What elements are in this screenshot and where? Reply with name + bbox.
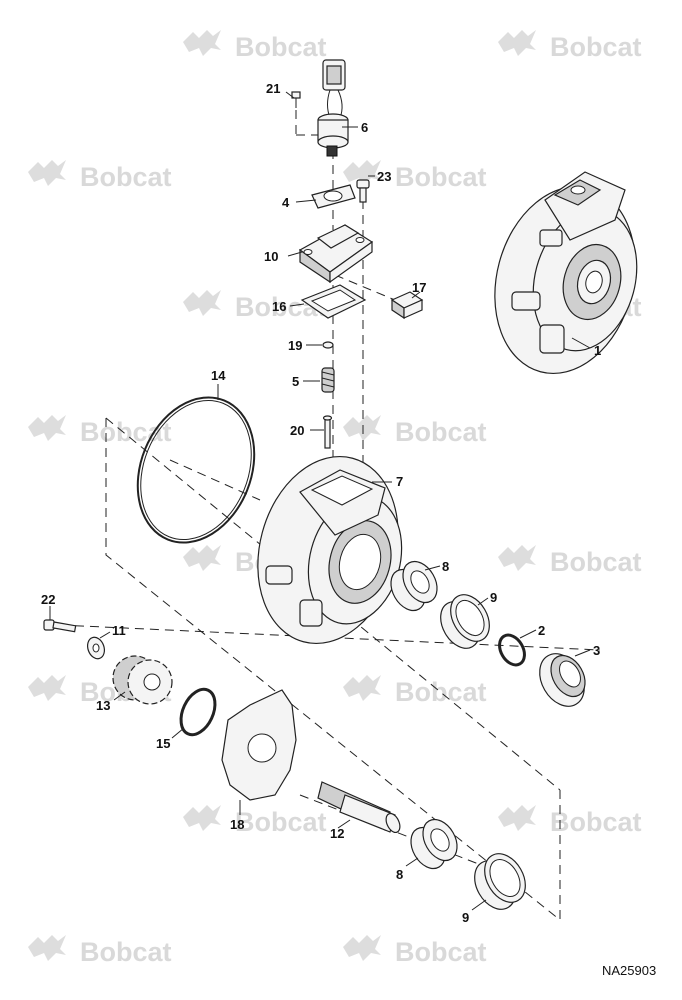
watermark-mascot-icon [28,415,66,441]
watermark-logo: Bobcat [498,545,642,577]
part-12-shaft [317,781,401,834]
part-1-housing [494,171,638,375]
watermark-mascot-icon [183,30,221,56]
callout-8: 8 [442,559,449,574]
callout-17: 17 [412,280,426,295]
drawing-number: NA25903 [602,963,656,978]
callout-7: 7 [396,474,403,489]
part-8-bearing-cone-upper [390,560,438,612]
callout-13: 13 [96,698,110,713]
callout-10: 10 [264,249,278,264]
watermark-mascot-icon [498,30,536,56]
part-23-bolt [356,179,370,203]
callout-22: 22 [41,592,55,607]
leader-lines [49,91,591,911]
watermark-mascot-icon [343,415,381,441]
watermark-text: Bobcat [395,937,487,967]
callout-19: 19 [288,338,302,353]
callout-20: 20 [290,423,304,438]
part-6-speed-sensor [317,59,349,157]
watermark-logo: Bobcat [498,805,642,837]
watermark-text: Bobcat [80,937,172,967]
watermark-logo: Bobcat [28,160,172,192]
callout-21: 21 [266,81,280,96]
watermark-text: Bobcat [80,162,172,192]
part-2-snap-ring [498,633,526,667]
watermark-text: Bobcat [550,807,642,837]
callout-8-lower: 8 [396,867,403,882]
watermark-mascot-icon [28,160,66,186]
part-17-block [390,291,424,320]
callout-6: 6 [361,120,368,135]
part-4-gasket [311,184,356,209]
watermark-mascot-icon [498,545,536,571]
part-9-bearing-cup-lower [474,853,526,910]
part-19-washer [322,341,334,349]
watermark-mascot-icon [28,675,66,701]
watermark-text: Bobcat [395,677,487,707]
part-18-plate [221,689,297,801]
watermark-logo: Bobcat [343,675,487,707]
callout-labels: 21 6 23 4 10 17 16 1 19 14 5 20 7 8 9 2 … [41,81,601,925]
watermark-text: Bobcat [550,32,642,62]
part-10-cover [298,224,374,284]
watermark-text: Bobcat [395,162,487,192]
callout-12: 12 [330,826,344,841]
part-16-gasket [300,284,367,319]
watermark-mascot-icon [343,935,381,961]
part-13-sprocket [112,655,173,705]
watermark-mascot-icon [183,290,221,316]
watermark-text: Bobcat [80,417,172,447]
watermark-logo: Bobcat [343,935,487,967]
part-3-seal [539,653,586,707]
watermark-logo: Bobcat [28,415,172,447]
watermark-logo: Bobcat [183,805,327,837]
part-8-bearing-cone-lower [410,818,458,870]
part-7-housing [257,455,403,645]
callout-18: 18 [230,817,244,832]
watermark-text: Bobcat [235,32,327,62]
part-22-bolt [43,619,77,633]
watermark-mascot-icon [343,675,381,701]
watermark-logo: Bobcat [28,935,172,967]
part-15-snap-ring [179,687,217,737]
callout-16: 16 [272,299,286,314]
watermark-mascot-icon [183,805,221,831]
watermark-mascot-icon [498,805,536,831]
callout-9: 9 [490,590,497,605]
part-20-pin [322,415,333,449]
callout-1: 1 [594,343,601,358]
watermark-text: Bobcat [235,807,327,837]
part-14-o-ring [136,396,256,544]
watermark-mascot-icon [343,160,381,186]
watermark-logo: Bobcat [498,30,642,62]
watermark-text: Bobcat [550,547,642,577]
callout-4: 4 [282,195,290,210]
watermark-mascot-icon [28,935,66,961]
watermark-text: Bobcat [395,417,487,447]
watermark-mascot-icon [183,545,221,571]
watermark-logo: Bobcat [343,415,487,447]
callout-15: 15 [156,736,170,751]
part-21-bolt [291,91,301,108]
watermark-logo: Bobcat [183,30,327,62]
callout-2: 2 [538,623,545,638]
callout-11: 11 [112,623,126,638]
callout-9-lower: 9 [462,910,469,925]
callout-14: 14 [211,368,226,383]
callout-3: 3 [593,643,600,658]
callout-23: 23 [377,169,391,184]
watermark-logo: Bobcat [343,160,487,192]
part-9-bearing-cup-upper [440,594,490,649]
part-5-spring [321,367,335,393]
watermark-logo: Bobcat [183,290,327,322]
callout-5: 5 [292,374,299,389]
part-11-washer [86,636,106,660]
